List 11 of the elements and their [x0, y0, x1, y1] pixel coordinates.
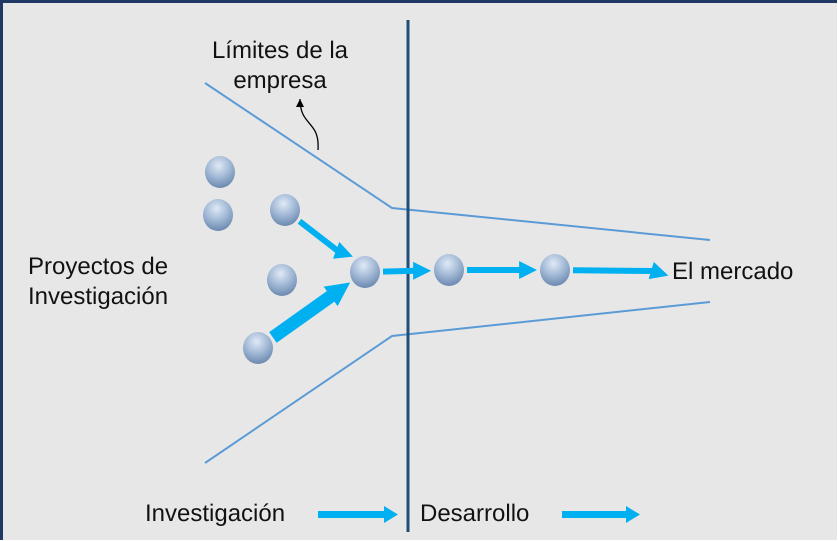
arrow — [298, 218, 353, 259]
arrow — [382, 262, 432, 280]
arrow — [467, 261, 538, 279]
market-label: El mercado — [672, 257, 822, 287]
arrow — [269, 282, 350, 343]
stage-label: Investigación — [145, 499, 286, 529]
boundary-label: Límites de la empresa — [190, 36, 370, 96]
stage-label: Desarrollo — [420, 499, 530, 529]
arrow — [572, 262, 668, 280]
side-label: Proyectos de Investigación — [28, 252, 170, 312]
leader-line — [296, 98, 319, 150]
